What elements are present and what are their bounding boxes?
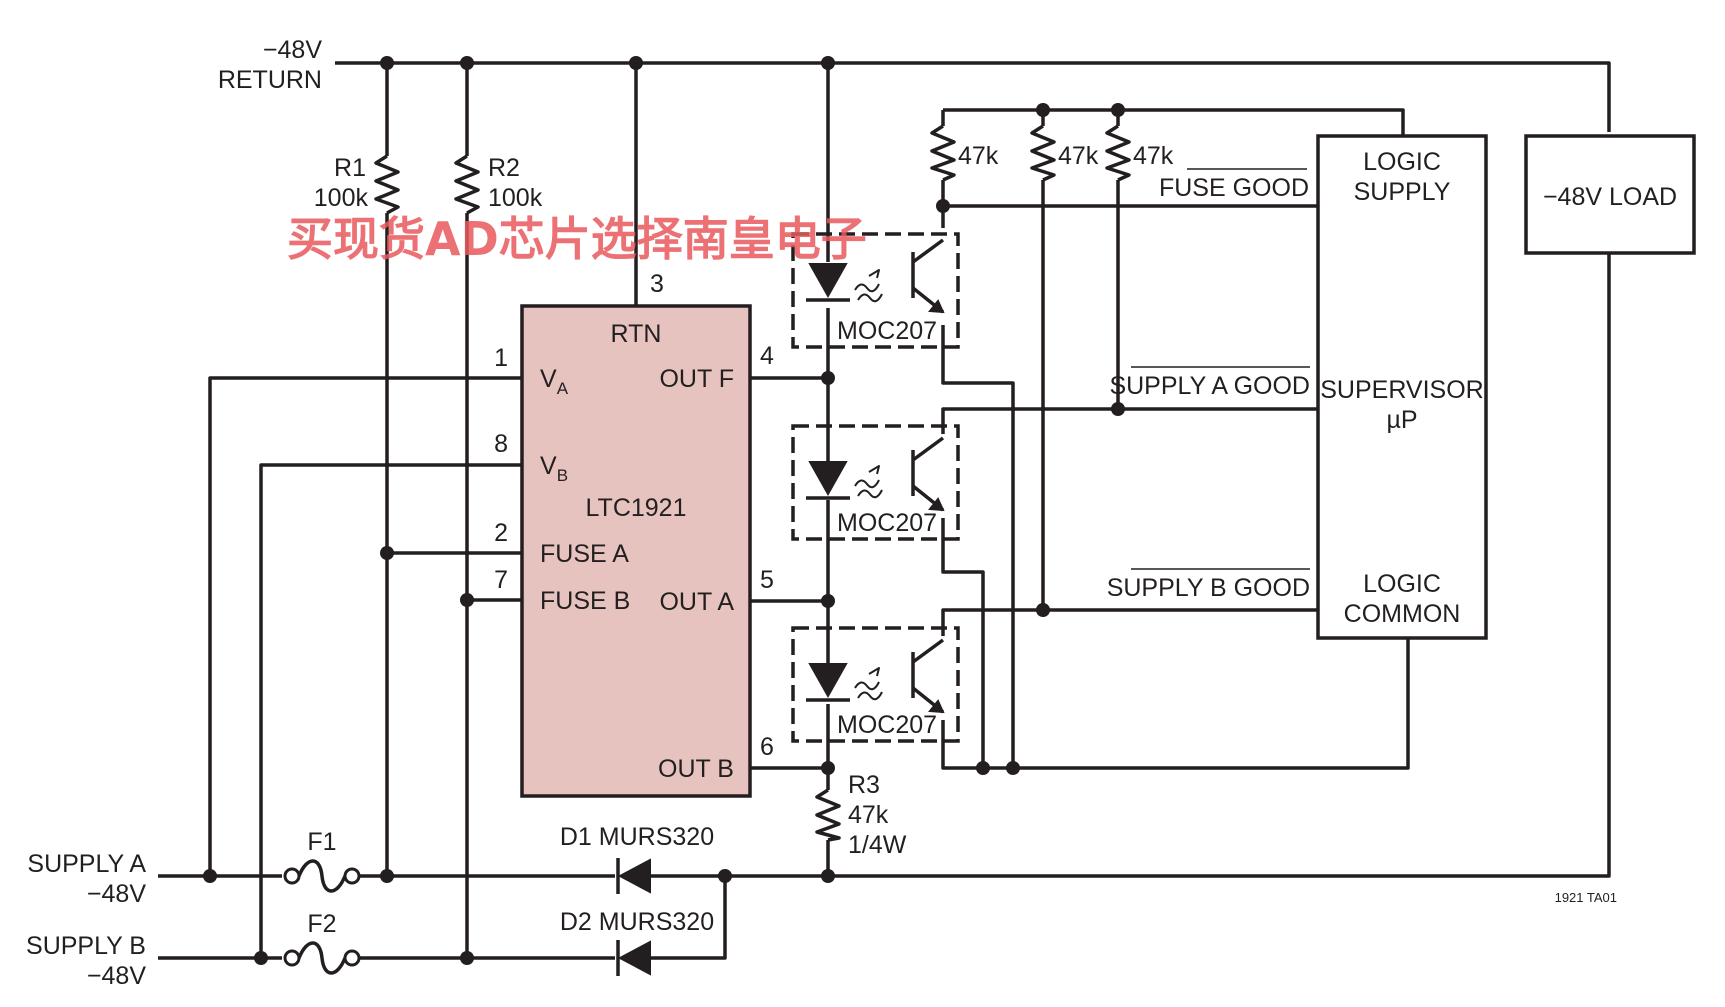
fuse-f1-terminal-right	[343, 867, 361, 885]
pin-label-fuse-b: FUSE B	[540, 587, 630, 615]
logic-common-line1: LOGIC	[1363, 570, 1441, 598]
return-label-line1: −48V	[263, 36, 322, 64]
opto-2-label: MOC207	[837, 509, 937, 537]
resistor-r2	[454, 154, 480, 215]
optocoupler-2	[791, 424, 960, 541]
pin-label-rtn: RTN	[611, 320, 662, 348]
diode-d1-body	[617, 858, 651, 894]
opto-3-label: MOC207	[837, 711, 937, 739]
diode-d2-body	[617, 940, 651, 976]
optocoupler-1	[791, 232, 960, 349]
supply-b-label-line2: −48V	[87, 962, 146, 990]
r1-name: R1	[334, 154, 366, 182]
figure-id: 1921 TA01	[1555, 890, 1617, 905]
fuse-f2-element	[297, 941, 347, 975]
wires	[158, 61, 1611, 960]
supply-a-label-line1: SUPPLY A	[27, 850, 146, 878]
logic-common-line2: COMMON	[1344, 600, 1461, 628]
pin-number-fuse-b: 7	[494, 566, 508, 594]
watermark-text: 买现货AD芯片选择南皇电子	[287, 212, 867, 266]
r3-power: 1/4W	[848, 831, 907, 859]
fuse-f1-terminal-left	[283, 867, 301, 885]
fuse-f2-terminal-left	[283, 949, 301, 967]
junction-dots	[203, 56, 1125, 965]
supply-a-label-line2: −48V	[87, 880, 146, 908]
r1-value: 100k	[314, 184, 369, 212]
optocoupler-3	[791, 626, 960, 743]
supply-b-good-label: SUPPLY B GOOD	[1107, 574, 1310, 602]
r3-name: R3	[848, 771, 880, 799]
fuse-f1-label: F1	[307, 828, 336, 856]
pin-number-vb: 8	[494, 430, 508, 458]
pullup-3-value: 47k	[1133, 142, 1174, 170]
resistor-r3	[815, 788, 841, 842]
pullup-1-value: 47k	[958, 142, 999, 170]
r3-value: 47k	[848, 801, 889, 829]
pin-label-out-b: OUT B	[658, 755, 734, 783]
resistor-zigzags	[374, 124, 1131, 842]
fuses	[283, 859, 361, 975]
pin-number-fuse-a: 2	[494, 519, 508, 547]
resistor-r1	[374, 154, 400, 215]
fuse-f1-element	[297, 859, 347, 893]
pin-label-out-a: OUT A	[659, 588, 734, 616]
diode-d2-label: D2 MURS320	[560, 908, 714, 936]
logic-supply-line2: SUPPLY	[1354, 178, 1451, 206]
fuse-f2-label: F2	[307, 910, 336, 938]
load-block	[1524, 134, 1696, 255]
opto-1-label: MOC207	[837, 317, 937, 345]
diodes	[616, 858, 651, 976]
pin-number-out-b: 6	[760, 733, 774, 761]
supply-b-label-line1: SUPPLY B	[26, 932, 146, 960]
r2-value: 100k	[488, 184, 543, 212]
supply-a-good-label: SUPPLY A GOOD	[1109, 372, 1310, 400]
pin-label-out-f: OUT F	[659, 365, 734, 393]
pin-number-out-f: 4	[760, 342, 774, 370]
pin-number-va: 1	[494, 344, 508, 372]
pin-label-vb: VB	[540, 452, 568, 485]
r2-name: R2	[488, 154, 520, 182]
pin-number-rtn: 3	[650, 270, 664, 298]
diode-d1-label: D1 MURS320	[560, 823, 714, 851]
pullup-2-value: 47k	[1058, 142, 1099, 170]
pin-label-fuse-a: FUSE A	[540, 540, 629, 568]
load-label: −48V LOAD	[1543, 183, 1677, 211]
supervisor-title-line2: µP	[1386, 406, 1417, 434]
supervisor-block	[1316, 134, 1488, 640]
pin-number-out-a: 5	[760, 566, 774, 594]
supervisor-title-line1: SUPERVISOR	[1320, 376, 1483, 404]
signal-overbars	[1131, 168, 1310, 570]
pin-label-va: VA	[540, 365, 569, 398]
return-label-line2: RETURN	[218, 66, 322, 94]
ic-name: LTC1921	[586, 494, 687, 522]
fuse-good-label: FUSE GOOD	[1159, 174, 1309, 202]
resistor-pullup-2	[1030, 124, 1056, 182]
ltc1921-ic	[520, 304, 752, 798]
resistor-pullup-3	[1105, 124, 1131, 182]
logic-supply-line1: LOGIC	[1363, 148, 1441, 176]
resistor-pullup-1	[930, 124, 956, 182]
fuse-f2-terminal-right	[343, 949, 361, 967]
